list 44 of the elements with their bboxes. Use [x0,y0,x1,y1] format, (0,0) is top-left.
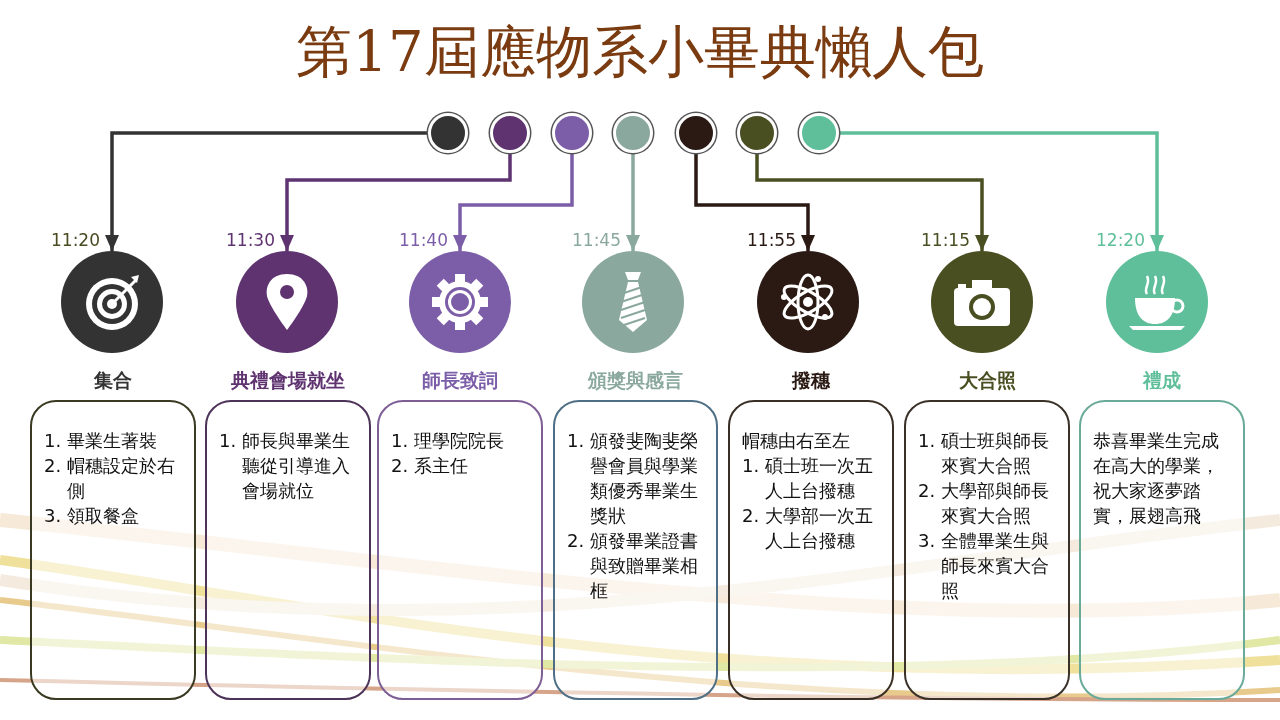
arrow [453,153,574,251]
arrow [280,153,512,251]
timeline-dot [428,113,468,153]
step-heading: 師長致詞 [421,368,499,392]
time-label: 11:15 [921,230,970,250]
step-heading: 撥穗 [790,368,831,392]
arrow [694,153,815,251]
arrow [105,131,428,251]
list-item: 2. 帽穗設定於右側 [44,454,176,503]
list-item: 1. 理學院院長 [391,429,505,453]
timeline-dot [613,113,653,153]
list-item: 2. 頒發畢業證書與致贈畢業相框 [567,529,700,603]
time-label: 11:40 [399,230,448,250]
list-item: 1. 師長與畢業生聽從引導進入會場就位 [219,429,352,503]
time-label: 11:55 [747,230,796,250]
arrow [839,131,1164,251]
list-item: 3. 領取餐盒 [44,504,140,528]
timeline-dot [676,113,716,153]
time-label: 12:20 [1096,230,1145,250]
list-item: 1. 碩士班與師長來賓大合照 [918,429,1050,478]
time-label: 11:45 [572,230,621,250]
body-text: 恭喜畢業生完成在高大的學業，祝大家逐夢踏實，展翅高飛 [1093,429,1220,528]
body-text: 帽穗由右至左 [742,429,851,453]
list-item: 2. 大學部一次五人上台撥穗 [742,504,874,553]
list-item: 2. 系主任 [391,454,469,478]
list-item: 1. 畢業生著裝 [44,429,158,453]
timeline-dot [490,113,530,153]
step-heading: 集合 [93,368,133,392]
list-item: 1. 頒發斐陶斐榮譽會員與學業類優秀畢業生獎狀 [567,429,700,528]
timeline-dot [799,113,839,153]
time-label: 11:20 [51,230,100,250]
timeline-dot [552,113,592,153]
step-heading: 大合照 [957,368,1017,392]
time-label: 11:30 [226,230,275,250]
list-item: 3. 全體畢業生與師長來賓大合照 [918,529,1051,603]
list-item: 2. 大學部與師長來賓大合照 [918,479,1050,528]
step-heading: 禮成 [1141,368,1182,392]
arrow [626,153,640,251]
timeline-dot [737,113,777,153]
arrow [755,153,989,251]
list-item: 1. 碩士班一次五人上台撥穗 [742,454,874,503]
title: 第17屆應物系小畢典懶人包 [295,18,985,86]
step-heading: 頒獎與感言 [587,368,684,392]
step-heading: 典禮會場就坐 [230,368,346,392]
